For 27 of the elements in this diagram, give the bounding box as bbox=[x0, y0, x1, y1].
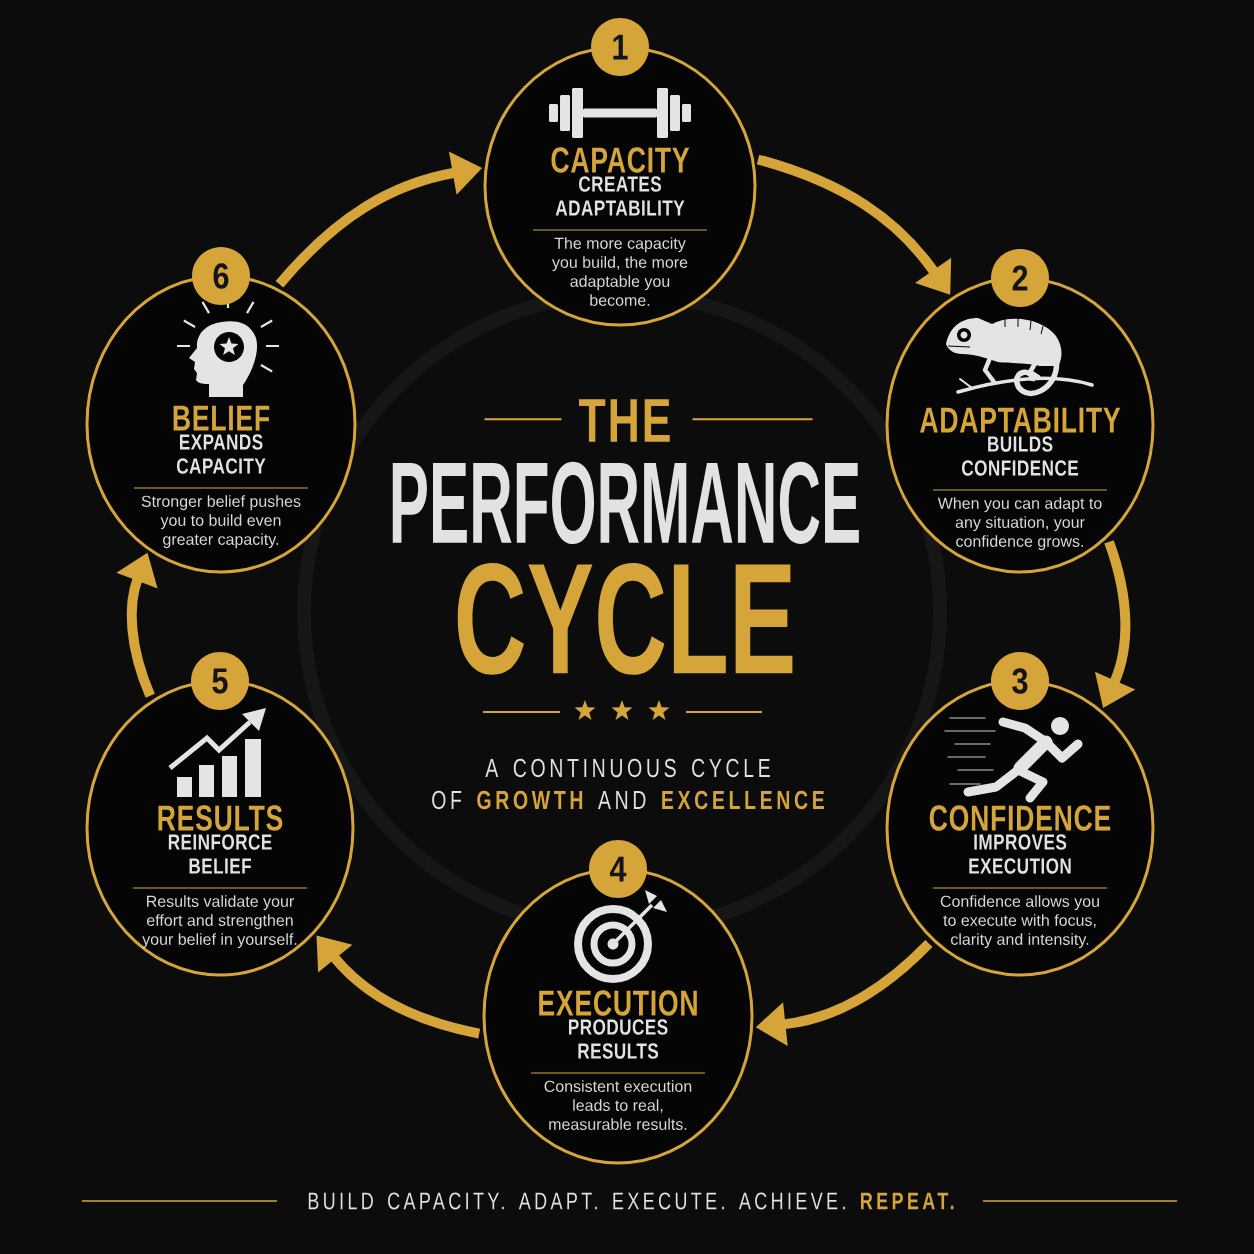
step-heading: CAPACITY bbox=[551, 147, 690, 173]
number-badge: 3 bbox=[991, 652, 1049, 710]
step-description: Consistent execution leads to real, measurable results. bbox=[544, 1080, 692, 1130]
step-heading: ADAPTABILITY bbox=[920, 407, 1121, 433]
tagline: BUILD CAPACITY. ADAPT. EXECUTE. ACHIEVE. REPEAT. bbox=[308, 1192, 954, 1210]
step-subheading: PRODUCES RESULTS bbox=[569, 1019, 668, 1059]
step-description: Stronger belief pushes you to build even greater capacity. bbox=[141, 495, 301, 549]
step-subheading: CREATES ADAPTABILITY bbox=[555, 176, 685, 216]
step-description: Confidence allows you to execute with focus, clarity and intensity. bbox=[940, 895, 1099, 949]
step-description: Results validate your effort and strengthen your belief in yourself. bbox=[142, 895, 297, 949]
number-badge: 2 bbox=[991, 249, 1049, 307]
step-heading: EXECUTION bbox=[539, 990, 697, 1016]
number-badge: 4 bbox=[589, 840, 647, 898]
step-heading: BELIEF bbox=[173, 405, 270, 431]
number-badge: 6 bbox=[192, 247, 250, 305]
subtitle: A CONTINUOUS CYCLE OF GROWTH AND EXCELLENCE bbox=[432, 758, 824, 810]
title: THE PERFORMANCE CYCLE bbox=[392, 399, 859, 675]
number-badge: 1 bbox=[591, 18, 649, 76]
step-subheading: IMPROVES EXECUTION bbox=[969, 834, 1071, 874]
step-subheading: EXPANDS CAPACITY bbox=[176, 434, 266, 474]
step-subheading: BUILDS CONFIDENCE bbox=[962, 436, 1078, 476]
step-description: When you can adapt to any situation, your confidence grows. bbox=[937, 497, 1102, 551]
step-description: The more capacity you build, the more adaptable you become. bbox=[552, 237, 688, 306]
step-heading: RESULTS bbox=[158, 805, 283, 831]
step-subheading: REINFORCE BELIEF bbox=[168, 834, 272, 874]
step-heading: CONFIDENCE bbox=[929, 805, 1111, 831]
number-badge: 5 bbox=[191, 652, 249, 710]
